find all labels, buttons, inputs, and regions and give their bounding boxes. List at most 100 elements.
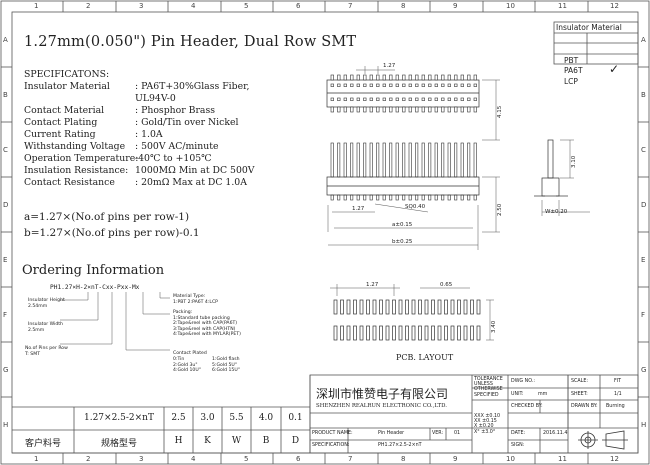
product-name-value: Pin Header <box>378 431 405 436</box>
front-pin <box>363 142 367 178</box>
spec-label: Insulation Resistance: <box>24 165 129 176</box>
pcb-pad-lower <box>431 325 435 341</box>
pcb-pad-lower <box>470 325 474 341</box>
top-pin-square <box>330 83 334 87</box>
ordering-title: Ordering Information <box>22 263 165 278</box>
top-pin-square <box>350 83 354 87</box>
zone-row-label-left: A <box>3 36 8 44</box>
spec-value: : PA6T+30%Glass Fiber, <box>135 81 250 92</box>
part-number-pattern: PH1.27×H-2×nT-Cxx-Pxx-Mx <box>50 284 140 291</box>
top-pin-square <box>356 83 360 87</box>
spec-value: : 500V AC/minute <box>135 141 219 152</box>
front-pin <box>343 142 347 178</box>
material-box-header: Insulator Material <box>556 23 622 32</box>
top-pin-lower <box>376 106 380 113</box>
top-pin-lower <box>441 106 445 113</box>
pcb-pad-upper <box>470 299 474 315</box>
contact-plated-note: Contact Plated <box>173 351 207 356</box>
top-pin-upper <box>402 74 406 81</box>
ver-value: 01 <box>454 431 461 436</box>
projection-symbol <box>578 430 628 450</box>
front-pin-foot <box>441 194 445 201</box>
top-pin-square <box>350 97 354 101</box>
zone-col-label-top: 1 <box>34 2 39 10</box>
top-pin-square <box>356 97 360 101</box>
top-pin-lower <box>395 106 399 113</box>
top-pin-square <box>421 83 425 87</box>
pcb-pad-upper <box>372 299 377 315</box>
zone-row-label-left: B <box>3 91 8 99</box>
front-pin-foot <box>389 194 393 201</box>
zone-col-label-bottom: 2 <box>86 455 91 463</box>
zone-row-label-right: A <box>641 36 646 44</box>
front-pin-foot <box>350 194 354 201</box>
top-pin-square <box>382 83 386 87</box>
zone-row-label-right: B <box>641 91 646 99</box>
pcb-pad-lower <box>424 325 429 341</box>
pcb-pad-lower <box>340 325 344 341</box>
top-pin-upper <box>330 74 334 81</box>
zone-col-label-bottom: 11 <box>558 455 567 463</box>
dim-h3: 2.50 <box>497 203 503 216</box>
front-pin-foot <box>402 194 406 201</box>
pcb-pad-upper <box>418 299 422 315</box>
zone-col-label-bottom: 12 <box>610 455 619 463</box>
front-pin-foot <box>343 194 347 201</box>
scale-label: SCALE: <box>571 379 588 384</box>
top-pin-upper <box>447 74 451 81</box>
checkmark-icon: ✓ <box>609 62 620 76</box>
top-pin-lower <box>337 106 341 113</box>
front-pin-foot <box>363 194 367 201</box>
dim-w: W±0.20 <box>545 209 568 215</box>
material-option-pbt: PBT <box>564 56 579 65</box>
dim-pitch-side: 1.27 <box>352 206 365 212</box>
top-pin-upper <box>337 74 341 81</box>
pcb-pad-upper <box>359 299 364 315</box>
front-pin <box>369 142 373 178</box>
top-pin-lower <box>415 106 419 113</box>
front-pin <box>389 142 393 178</box>
pcb-pad-lower <box>450 325 455 341</box>
dim-b: b±0.25 <box>392 239 413 245</box>
top-pin-square <box>467 83 471 87</box>
pcb-pad-upper <box>379 299 383 315</box>
top-pin-square <box>376 97 380 101</box>
formula-a: a=1.27×(No.of pins per row-1) <box>24 211 190 223</box>
front-pin <box>408 142 412 178</box>
zone-col-label-top: 6 <box>296 2 301 10</box>
top-pin-square <box>441 83 445 87</box>
pcb-pad-upper <box>437 299 442 315</box>
front-pin-foot <box>454 194 458 201</box>
pcb-pad-lower <box>418 325 422 341</box>
top-pin-upper <box>473 74 477 81</box>
zone-col-label-bottom: 3 <box>139 455 144 463</box>
dim-h1: 4.15 <box>497 105 503 118</box>
table-cell: H <box>174 436 183 446</box>
zone-row-label-left: G <box>3 366 9 374</box>
front-pin <box>454 142 458 178</box>
top-pin-lower <box>343 106 347 113</box>
spec-label: Withstanding Voltage <box>24 141 126 152</box>
zone-col-label-bottom: 7 <box>348 455 353 463</box>
pcb-pad-lower <box>372 325 377 341</box>
front-pin-foot <box>473 194 477 201</box>
top-pin-square <box>369 97 373 101</box>
top-pin-lower <box>434 106 438 113</box>
zone-row-label-right: E <box>641 256 646 264</box>
top-pin-lower <box>447 106 451 113</box>
top-pin-upper <box>434 74 438 81</box>
drawn-by-label: DRAWN BY: <box>571 404 598 409</box>
dwg-no-label: DWG NO.: <box>511 379 535 384</box>
front-pin <box>467 142 471 178</box>
top-pin-upper <box>363 74 367 81</box>
front-pin-foot <box>408 194 412 201</box>
top-pin-square <box>389 83 393 87</box>
zone-col-label-bottom: 8 <box>401 455 406 463</box>
zone-row-label-left: F <box>3 311 8 319</box>
pcb-pad-upper <box>392 299 396 315</box>
pcb-pad-lower <box>444 325 448 341</box>
zone-row-label-left: D <box>3 201 9 209</box>
spec-value: : Phosphor Brass <box>135 105 215 116</box>
table-cell: K <box>204 436 211 446</box>
top-pin-square <box>402 97 406 101</box>
